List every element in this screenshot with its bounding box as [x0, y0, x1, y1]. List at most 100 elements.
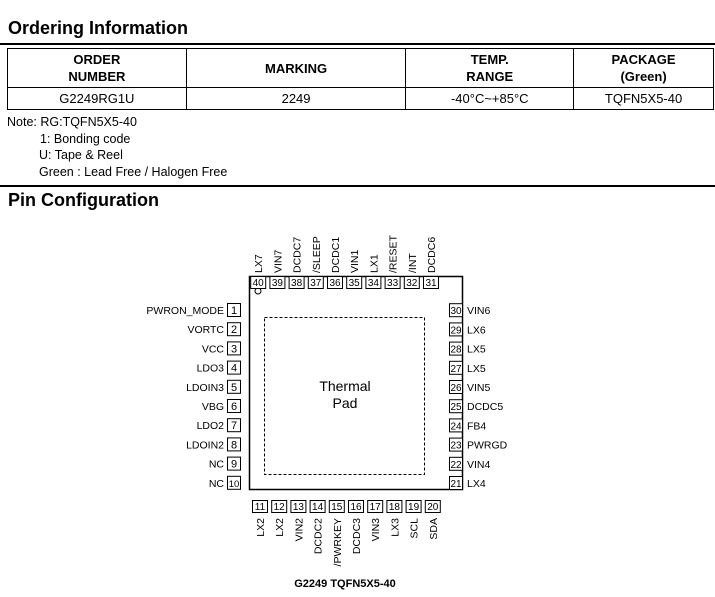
pin-label: VIN6 — [467, 305, 491, 317]
pin-number: 18 — [389, 502, 401, 513]
pin-box — [365, 276, 382, 289]
pin-number: 31 — [425, 278, 437, 289]
pin-box — [227, 341, 241, 356]
pin-number: 13 — [293, 502, 305, 513]
pin-label: LX5 — [467, 344, 486, 356]
pin-number: 19 — [408, 502, 420, 513]
pin-box — [449, 476, 463, 490]
pin-number: 11 — [255, 502, 266, 513]
col-package: PACKAGE(Green) — [573, 48, 714, 88]
pin-label: /INT — [407, 253, 419, 273]
pin-number: 38 — [291, 278, 303, 289]
pin-label: DCDC5 — [467, 401, 503, 413]
pin-box — [449, 303, 463, 318]
pin-number: 4 — [231, 363, 237, 375]
pin-box — [227, 437, 241, 452]
note-line: Note: RG:TQFN5X5-40 — [7, 115, 137, 129]
pin-number: 39 — [272, 278, 284, 289]
pin-label: DCDC6 — [426, 237, 438, 273]
pin-number: 6 — [231, 401, 237, 413]
pin-number: 26 — [450, 383, 462, 394]
pin-label: DCDC1 — [330, 237, 342, 273]
pin-label: PWRGD — [467, 440, 508, 452]
pin-box — [269, 276, 286, 289]
pin-label: VIN4 — [467, 459, 491, 471]
cell-marking: 2249 — [185, 87, 407, 110]
pin-number: 3 — [231, 343, 237, 355]
thermal-pad-label: Pad — [333, 395, 358, 411]
pin-label: PWRON_MODE — [146, 305, 224, 317]
pin-box — [386, 500, 403, 513]
pin-label: DCDC3 — [351, 518, 363, 554]
pin-box — [227, 360, 241, 375]
pin-label: VBG — [202, 401, 224, 413]
pin-number: 24 — [450, 421, 462, 432]
pin-box — [227, 379, 241, 394]
pin-box — [250, 276, 267, 289]
pin-label: VCC — [202, 343, 225, 355]
pin-box — [449, 380, 463, 394]
pin-number: 33 — [387, 278, 399, 289]
pin-box — [227, 475, 241, 490]
pin-number: 21 — [450, 479, 462, 490]
pin-number: 15 — [331, 502, 343, 513]
pin-label: VORTC — [187, 324, 224, 336]
pin-box — [227, 456, 241, 471]
pin-label: LX3 — [389, 518, 401, 537]
pin-number: 16 — [350, 502, 362, 513]
pin-number: 23 — [450, 441, 462, 452]
pin-number: 12 — [274, 502, 286, 513]
pin-number: 36 — [329, 278, 341, 289]
pin-label: VIN7 — [272, 249, 284, 273]
pin-number: 2 — [231, 324, 237, 336]
note-line: U: Tape & Reel — [39, 148, 123, 162]
pin-box — [449, 360, 463, 375]
pin-number: 1 — [231, 305, 237, 317]
pin-box — [348, 500, 364, 513]
pin-box — [309, 500, 326, 513]
pin-box — [384, 276, 401, 289]
note-line: Green : Lead Free / Halogen Free — [39, 164, 228, 179]
pin-box — [405, 500, 422, 513]
ordering-title: Ordering Information — [8, 18, 188, 38]
pin-box — [423, 276, 439, 289]
pin-number: 5 — [231, 382, 237, 394]
ordering-notes: Note: RG:TQFN5X5-40 1: Bonding code U: T… — [7, 114, 227, 180]
pin-label: LX1 — [368, 254, 380, 273]
pin-number: 27 — [450, 364, 462, 375]
pin-box — [227, 303, 241, 317]
pin-label: /RESET — [388, 234, 400, 273]
pin-box — [449, 399, 463, 414]
pin-box — [328, 500, 345, 513]
chip-body — [248, 275, 464, 491]
pin-box — [367, 500, 384, 513]
col-marking: MARKING — [185, 48, 407, 88]
pin-label: SDA — [428, 518, 440, 540]
table-row: G2249RG1U 2249 -40°C~+85°C TQFN5X5-40 — [7, 87, 714, 110]
pin-number: 10 — [229, 479, 240, 490]
diagram-caption: G2249 TQFN5X5-40 — [294, 578, 396, 590]
pin-number: 37 — [310, 278, 322, 289]
pin-label: LDO2 — [197, 420, 225, 432]
cell-order-number: G2249RG1U — [7, 87, 187, 110]
pin-number: 14 — [312, 502, 324, 513]
pin-label: LX5 — [467, 363, 486, 375]
pin-label: LX6 — [467, 324, 486, 336]
pin-label: /PWRKEY — [332, 518, 344, 566]
thermal-pad-label: Thermal — [319, 378, 370, 394]
pin-number: 17 — [370, 502, 382, 513]
pin-label: LDOIN3 — [186, 382, 224, 394]
pin-box — [449, 437, 463, 452]
pin-box — [449, 341, 463, 356]
pin-label: NC — [209, 459, 225, 471]
pin-label: LX7 — [253, 254, 265, 273]
section-divider — [0, 43, 715, 45]
pin-box — [290, 500, 307, 513]
pin-number: 8 — [231, 439, 237, 451]
pin-box — [327, 276, 343, 289]
pin-box — [449, 322, 463, 337]
cell-package: TQFN5X5-40 — [573, 87, 714, 110]
pin-label: /SLEEP — [311, 236, 323, 273]
